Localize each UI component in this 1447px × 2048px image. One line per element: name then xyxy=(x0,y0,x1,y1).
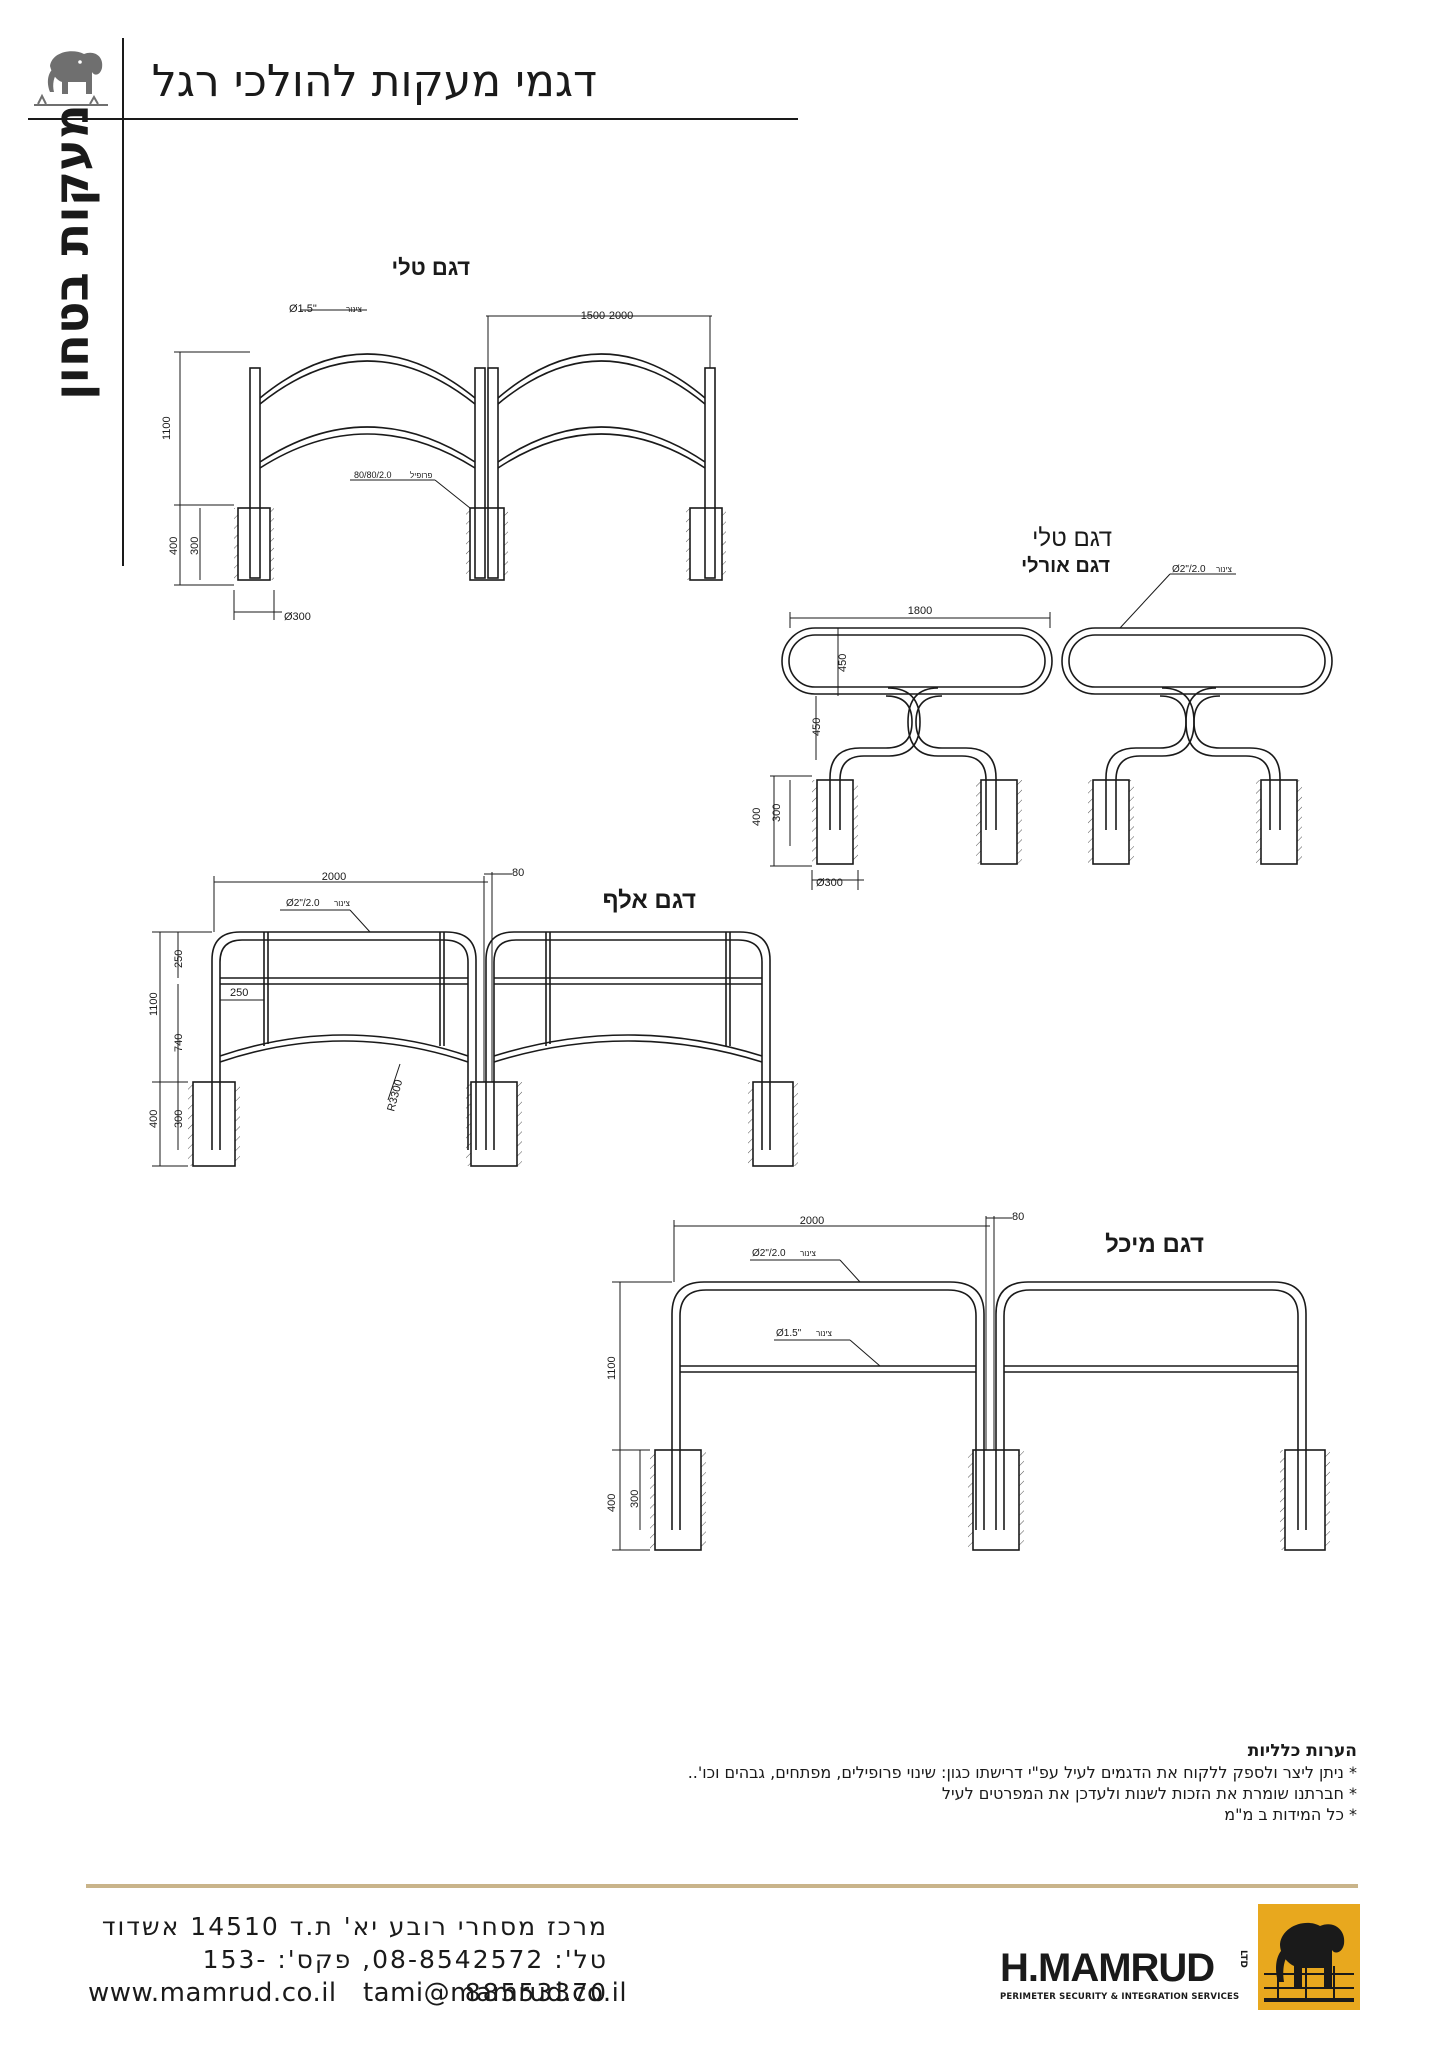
brand-block: H.MAMRUD LTD PERIMETER SECURITY & INTEGR… xyxy=(1000,1946,1256,2010)
alef-right-frame xyxy=(485,931,771,1150)
orli-name-1: דגם טלי xyxy=(1032,525,1112,552)
michal-footings xyxy=(650,1449,1330,1551)
orli-upper-label: 450 xyxy=(837,654,849,672)
brand-logo xyxy=(1258,1904,1360,2010)
tali-footing-label: Ø300 xyxy=(284,611,311,623)
page-title: דגמי מעקות להולכי רגל xyxy=(151,56,597,107)
michal-dimensions xyxy=(612,1216,1012,1551)
tali-footings xyxy=(234,507,726,581)
tali-dimensions xyxy=(174,309,712,620)
alef-left-frame xyxy=(211,931,477,1150)
orli-length-label: 1800 xyxy=(908,605,932,617)
header-logo xyxy=(28,42,114,112)
elephant-logo-icon xyxy=(1264,1922,1354,2002)
orli-depth-label: 400 xyxy=(751,808,763,826)
brand-name: H.MAMRUD xyxy=(1000,1946,1215,1990)
orli-footing-label: Ø300 xyxy=(816,877,843,889)
michal-depth-label: 400 xyxy=(606,1494,618,1512)
alef-depth-label: 400 xyxy=(148,1110,160,1128)
michal-right-frame xyxy=(995,1281,1307,1530)
tali-pipe-word: צינור xyxy=(346,305,363,314)
tali-profile-word: פרופיל xyxy=(410,471,433,480)
header-vertical-rule xyxy=(122,38,124,566)
elephant-icon xyxy=(34,51,108,106)
footer-contacts: www.mamrud.co.il tami@mamrud.co.il xyxy=(88,1978,627,2008)
alef-mid-label: 740 xyxy=(173,1034,185,1052)
michal-pipe-top-word: צינור xyxy=(800,1249,817,1258)
orli-footings xyxy=(812,779,1302,865)
brand-ltd: LTD xyxy=(1238,1950,1248,1968)
tali-height-label: 1100 xyxy=(161,416,173,440)
drawing-michal xyxy=(612,1216,1330,1551)
note-item: * חברתנו שומרת את הזכות לשנות ולעדכן את … xyxy=(941,1784,1357,1803)
michal-labels: דגם מיכל 2000 80 Ø2"/2.0 צינור Ø1.5" צינ… xyxy=(606,1211,1204,1512)
header-horizontal-rule xyxy=(28,118,798,120)
alef-embed-label: 300 xyxy=(173,1110,185,1128)
drawing-alef xyxy=(152,872,798,1167)
michal-left-frame xyxy=(671,1281,985,1530)
alef-offset-label: 250 xyxy=(230,987,248,999)
general-notes: הערות כלליות * ניתן ליצר ולספק ללקוח את … xyxy=(557,1740,1357,1825)
tali-arches xyxy=(259,353,706,469)
michal-pipe-mid-label: Ø1.5" xyxy=(776,1328,802,1339)
michal-height-label: 1100 xyxy=(606,1356,618,1380)
orli-labels: דגם טלי דגם אורלי Ø2"/2.0 צינור 1800 450… xyxy=(751,525,1233,889)
alef-dimensions xyxy=(152,872,512,1167)
orli-pipe-label: Ø2"/2.0 xyxy=(1172,564,1206,575)
notes-heading: הערות כלליות xyxy=(1247,1741,1357,1761)
michal-post-label: 80 xyxy=(1012,1211,1024,1223)
alef-radius-label: R3300 xyxy=(385,1078,405,1112)
brand-tagline: PERIMETER SECURITY & INTEGRATION SERVICE… xyxy=(1000,1992,1240,2002)
orli-pipe-word: צינור xyxy=(1216,565,1233,574)
note-item: * ניתן ליצר ולספק ללקוח את הדגמים לעיל ע… xyxy=(687,1763,1357,1782)
orli-left-rail xyxy=(781,627,1053,830)
email-link[interactable]: tami@mamrud.co.il xyxy=(362,1978,628,2008)
tali-name: דגם טלי xyxy=(391,255,470,280)
alef-pipe-label: Ø2"/2.0 xyxy=(286,898,320,909)
orli-name-2: דגם אורלי xyxy=(1021,555,1110,577)
alef-length-label: 2000 xyxy=(322,871,346,883)
michal-embed-label: 300 xyxy=(629,1490,641,1508)
alef-post-label: 80 xyxy=(512,867,524,879)
website-link[interactable]: www.mamrud.co.il xyxy=(88,1978,337,2008)
tali-profile-label: 80/80/2.0 xyxy=(354,470,392,480)
tali-labels: דגם טלי Ø1.5" צינור 1500-2000 1100 400 3… xyxy=(161,255,633,623)
tali-pipe-label: Ø1.5" xyxy=(289,303,317,315)
orli-right-rail xyxy=(1061,627,1333,830)
footer-gold-rule xyxy=(86,1884,1358,1888)
michal-length-label: 2000 xyxy=(800,1215,824,1227)
orli-embed-label: 300 xyxy=(771,804,783,822)
orli-lower-label: 450 xyxy=(811,718,823,736)
alef-height-label: 1100 xyxy=(148,992,160,1016)
orli-dimensions xyxy=(770,573,1236,890)
alef-pipe-word: צינור xyxy=(334,899,351,908)
alef-top-label: 250 xyxy=(173,950,185,968)
drawing-tali xyxy=(174,309,726,620)
tali-span-label: 1500-2000 xyxy=(581,310,634,322)
note-item: * כל המידות ב מ"מ xyxy=(1224,1805,1357,1824)
drawing-tali-orli xyxy=(770,573,1333,890)
alef-footings xyxy=(188,1081,798,1167)
footer-address: מרכז מסחרי רובע יא' ת.ד 14510 אשדוד xyxy=(101,1912,608,1941)
michal-pipe-mid-word: צינור xyxy=(816,1329,833,1338)
michal-pipe-top-label: Ø2"/2.0 xyxy=(752,1248,786,1259)
tali-depth-label: 400 xyxy=(168,537,180,555)
alef-name: דגם אלף xyxy=(602,887,696,914)
tali-embed-label: 300 xyxy=(189,537,201,555)
michal-name: דגם מיכל xyxy=(1105,1231,1204,1258)
footer-phones: טל': 08-8542572, פקס': 153-88553370 xyxy=(202,1945,608,2007)
